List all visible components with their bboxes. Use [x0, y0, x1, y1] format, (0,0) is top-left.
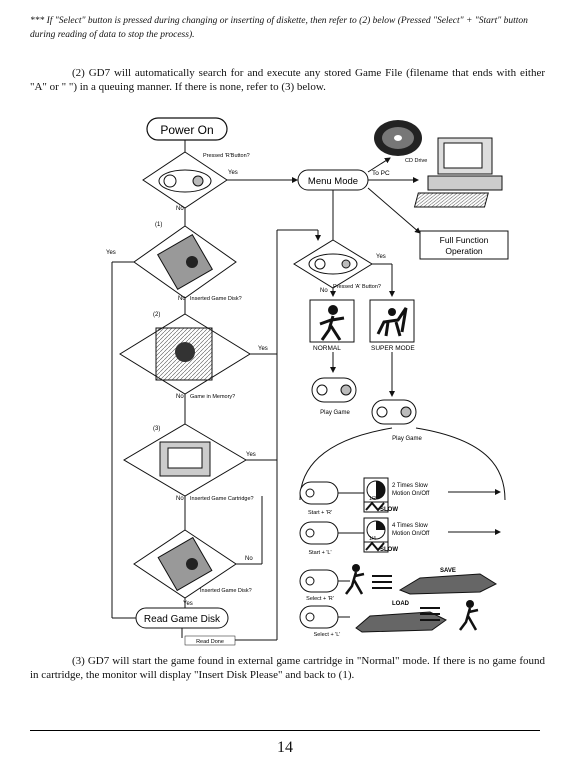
- paragraph-3: (3) GD7 will start the game found in ext…: [30, 655, 545, 681]
- svg-text:No: No: [245, 556, 253, 562]
- svg-text:Inserted Game Cartridge?: Inserted Game Cartridge?: [190, 496, 254, 502]
- svg-text:No: No: [176, 496, 184, 502]
- row-slow-4x: 1/4 SLOW 4 Times Slow Motion On/Off: [299, 517, 501, 553]
- svg-text:LOAD: LOAD: [392, 601, 410, 607]
- svg-text:Game in Memory?: Game in Memory?: [190, 394, 235, 400]
- full-function-box: Full Function Operation: [419, 230, 509, 260]
- decision-a-button: [293, 239, 373, 289]
- svg-text:Play Game: Play Game: [392, 436, 422, 442]
- svg-text:Yes: Yes: [228, 170, 238, 176]
- svg-text:(3): (3): [153, 426, 160, 432]
- svg-text:Motion On/Off: Motion On/Off: [392, 491, 430, 497]
- svg-text:Inserted Game Disk?: Inserted Game Disk?: [190, 296, 242, 302]
- menu-mode-node: Menu Mode: [297, 169, 369, 191]
- svg-text:Yes: Yes: [376, 254, 386, 260]
- svg-text:4 Times Slow: 4 Times Slow: [392, 523, 428, 529]
- decision-game-memory: [119, 313, 251, 395]
- decision-game-disk-2: [133, 529, 237, 599]
- svg-text:SUPER MODE: SUPER MODE: [371, 345, 415, 352]
- svg-text:Power On: Power On: [160, 123, 213, 137]
- svg-text:(2): (2): [153, 312, 160, 318]
- svg-text:1/4: 1/4: [369, 536, 376, 542]
- svg-text:Select + 'R': Select + 'R': [306, 596, 334, 602]
- decision-cartridge: [123, 423, 247, 497]
- svg-text:Select + 'L': Select + 'L': [314, 632, 341, 638]
- svg-text:To PC: To PC: [372, 170, 390, 177]
- svg-text:Operation: Operation: [445, 246, 483, 256]
- svg-text:SLOW: SLOW: [380, 507, 398, 513]
- svg-text:NORMAL: NORMAL: [313, 345, 341, 352]
- svg-text:Motion On/Off: Motion On/Off: [392, 531, 430, 537]
- svg-text:Yes: Yes: [106, 250, 116, 256]
- svg-text:Menu Mode: Menu Mode: [308, 176, 358, 187]
- svg-text:Yes: Yes: [246, 452, 256, 458]
- svg-text:SAVE: SAVE: [440, 568, 456, 574]
- svg-text:Start + 'L': Start + 'L': [308, 550, 331, 556]
- svg-text:CD Drive: CD Drive: [405, 158, 427, 164]
- svg-text:No: No: [320, 288, 328, 294]
- super-mode-icon: [369, 299, 415, 343]
- row-slow-2x: 1/2 SLOW 2 Times Slow Motion On/Off: [299, 477, 501, 513]
- svg-text:SLOW: SLOW: [380, 547, 398, 553]
- page-number: 14: [277, 739, 293, 756]
- note-text: *** If "Select" button is pressed during…: [30, 16, 528, 40]
- svg-text:Yes: Yes: [183, 601, 193, 607]
- svg-text:Play Game: Play Game: [320, 410, 350, 416]
- svg-text:Start + 'R': Start + 'R': [308, 510, 332, 516]
- paragraph-2: (2) GD7 will automatically search for an…: [30, 67, 545, 93]
- svg-text:Pressed 'R'Button?: Pressed 'R'Button?: [203, 153, 250, 159]
- controller-normal-icon: [311, 377, 357, 403]
- footer-rule: [30, 730, 540, 731]
- normal-mode-icon: [309, 299, 355, 343]
- decision-game-disk: [133, 225, 237, 299]
- svg-text:Read Game Disk: Read Game Disk: [144, 614, 221, 625]
- row-load: LOAD: [299, 600, 479, 633]
- decision-r-button: Pressed 'R'Button?: [142, 151, 250, 209]
- svg-text:Inserted Game Disk?: Inserted Game Disk?: [200, 588, 252, 594]
- svg-text:Full Function: Full Function: [440, 235, 489, 245]
- row-save: SAVE: [299, 564, 498, 595]
- power-on-node: Power On: [146, 117, 228, 141]
- svg-text:Read Done: Read Done: [196, 639, 224, 645]
- cd-icon: [374, 120, 422, 156]
- svg-text:No: No: [176, 206, 184, 212]
- svg-text:2 Times Slow: 2 Times Slow: [392, 483, 428, 489]
- controller-super-icon: [371, 399, 417, 425]
- svg-text:Pressed 'A' Button?: Pressed 'A' Button?: [333, 284, 381, 290]
- svg-text:No: No: [178, 296, 186, 302]
- svg-text:No: No: [176, 394, 184, 400]
- computer-icon: [413, 137, 503, 208]
- svg-text:(1): (1): [155, 222, 162, 228]
- read-game-disk-node: Read Game Disk: [135, 607, 229, 629]
- svg-text:Yes: Yes: [258, 346, 268, 352]
- svg-text:1/2: 1/2: [369, 496, 376, 502]
